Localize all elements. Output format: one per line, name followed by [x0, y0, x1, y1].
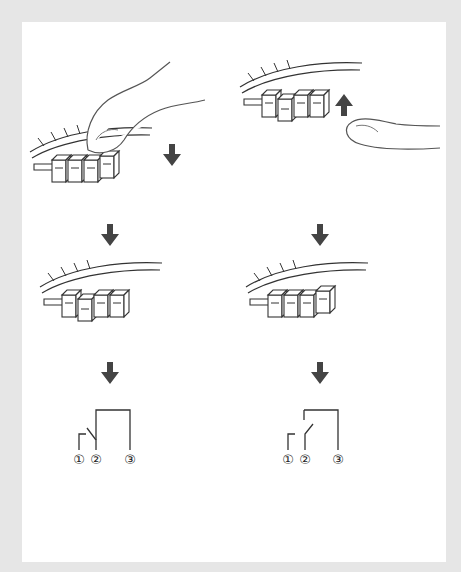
terminal-number: ②: [87, 453, 105, 467]
terminal-number: ③: [329, 453, 347, 467]
finger: [87, 62, 205, 153]
step-arrow: [101, 224, 119, 246]
panel: [22, 22, 446, 562]
fingernail: [356, 125, 378, 132]
finger: [346, 119, 440, 149]
fingernail: [96, 129, 118, 140]
switch-schematic: [288, 410, 338, 450]
step-arrow: [311, 224, 329, 246]
terminal-number: ③: [121, 453, 139, 467]
press-arrow: [163, 144, 181, 166]
step-arrow: [101, 362, 119, 384]
terminal-number: ①: [279, 453, 297, 467]
terminal-number: ②: [296, 453, 314, 467]
switch-schematic: [79, 410, 130, 450]
dip-switch: [40, 260, 162, 321]
dip-switch: [246, 260, 368, 317]
step-arrow: [311, 362, 329, 384]
terminal-number: ①: [70, 453, 88, 467]
push-arrow: [335, 94, 353, 116]
dip-switch: [240, 60, 362, 121]
